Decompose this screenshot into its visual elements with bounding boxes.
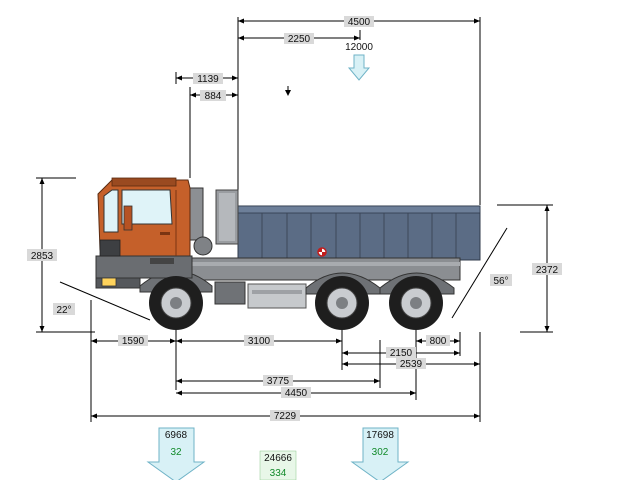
label-cab-rear-offset: 884 (205, 91, 222, 102)
chassis-frame (188, 187, 461, 309)
label-body-height: 2372 (536, 265, 559, 276)
label-approach-angle: 22° (56, 305, 71, 316)
dimension-labels: 4500 2250 12000 1139 884 2853 2372 22° 5… (27, 16, 562, 422)
label-rear-overhang: 2150 (390, 348, 413, 359)
label-front-overhang: 1590 (122, 336, 145, 347)
total-weight: 24666 (264, 453, 292, 464)
label-overall-length: 7229 (274, 411, 297, 422)
label-load-center: 2250 (288, 34, 311, 45)
axle-load-rear: 17698 302 (350, 427, 410, 480)
axle-load-total: 24666 334 (259, 450, 297, 480)
label-rear-axle-to-body: 800 (430, 336, 447, 347)
front-axle-weight: 6968 (165, 430, 188, 441)
front-axle-index: 32 (170, 447, 182, 458)
label-departure-angle: 56° (493, 276, 508, 287)
payload-arrow-icon (347, 54, 371, 81)
label-cab-front-offset: 1139 (197, 74, 219, 85)
rear-axle-weight: 17698 (366, 430, 394, 441)
label-first-to-tandem-center: 3775 (267, 376, 290, 387)
axle-load-front: 6968 32 (146, 427, 206, 480)
label-overall-height: 2853 (31, 251, 54, 262)
load-arrow-icon (350, 427, 410, 480)
label-rear-to-end: 2539 (400, 359, 423, 370)
wheel-rear-1 (315, 276, 369, 330)
label-wheelbase-first: 3100 (248, 336, 271, 347)
truck-illustration (95, 177, 481, 330)
wheel-rear-2 (389, 276, 443, 330)
rear-axle-index: 302 (372, 447, 389, 458)
label-first-to-last-axle: 4450 (285, 388, 308, 399)
label-payload: 12000 (345, 42, 373, 53)
total-index: 334 (270, 468, 287, 479)
load-arrow-icon (146, 427, 206, 480)
arrowheads (39, 18, 550, 419)
cab (95, 177, 193, 289)
label-body-length: 4500 (348, 17, 371, 28)
wheel-front (149, 276, 203, 330)
dump-body (215, 189, 481, 261)
